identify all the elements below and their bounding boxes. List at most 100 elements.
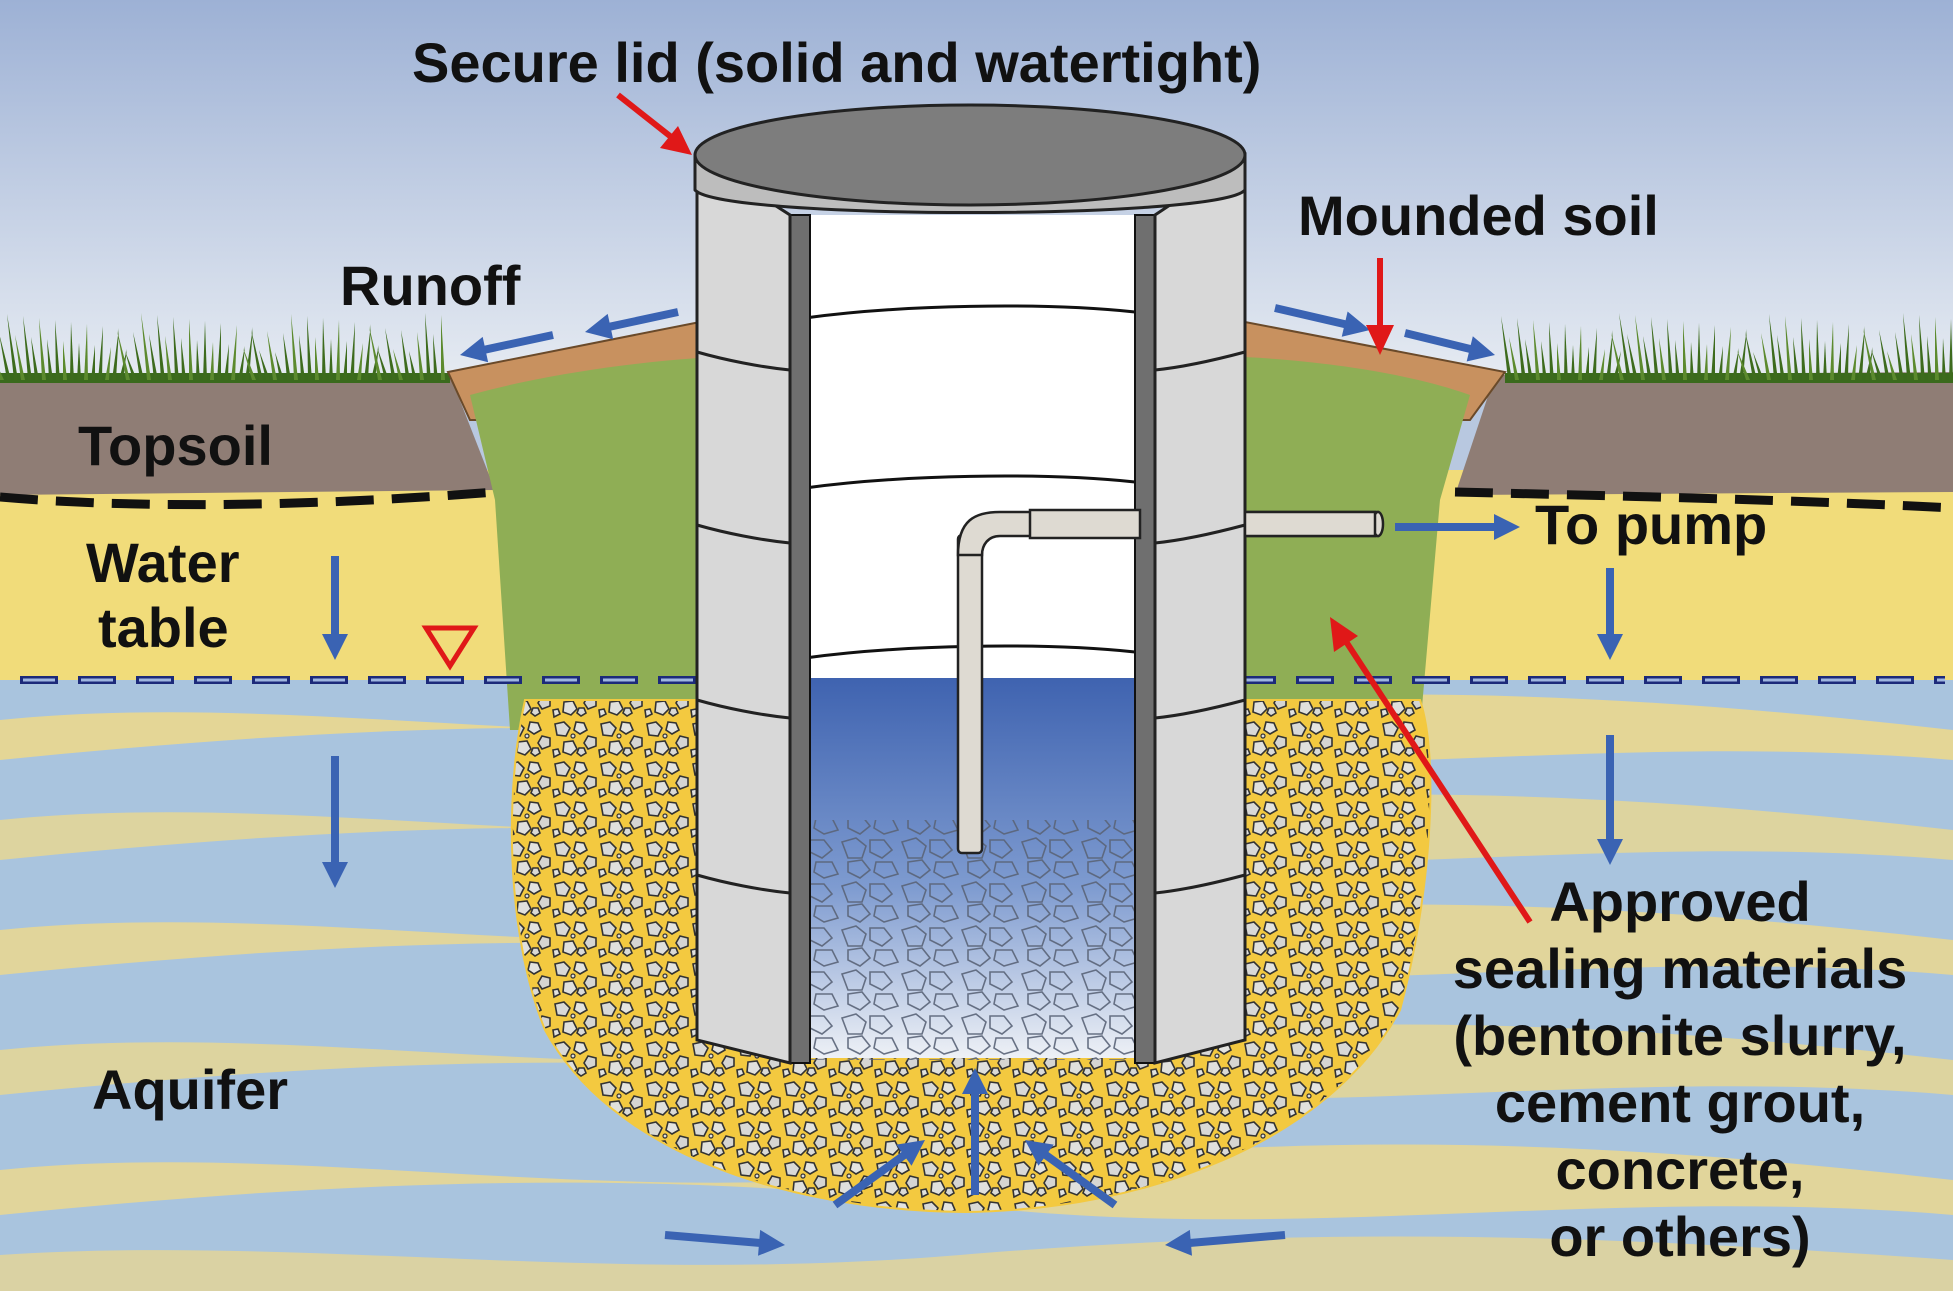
flow-arrow xyxy=(832,1140,925,1209)
grass-blade xyxy=(105,347,111,380)
grass-blade xyxy=(1927,336,1932,380)
grass-blade xyxy=(1619,313,1631,380)
grass-blade xyxy=(1525,339,1533,380)
grass-blade xyxy=(401,330,410,380)
grass-blade xyxy=(1801,318,1806,380)
topsoil-boundary-right xyxy=(1454,487,1953,513)
grass-blades xyxy=(0,313,1953,380)
grass-blade xyxy=(267,331,277,380)
grass-blade xyxy=(1675,340,1680,380)
flow-arrow xyxy=(664,1229,785,1256)
grass-blade xyxy=(0,336,11,380)
grass-blade xyxy=(1851,345,1857,380)
grass-blade xyxy=(117,330,130,380)
grass-blade xyxy=(47,339,53,380)
label-cement: cement grout, xyxy=(1494,1071,1866,1134)
grass-blade xyxy=(425,313,431,380)
grass-blade xyxy=(1871,349,1883,380)
grass-blade xyxy=(315,337,319,380)
grass-blade xyxy=(1606,330,1613,380)
grass-blade xyxy=(1635,315,1645,380)
grass-blade xyxy=(23,316,32,380)
grass-blade xyxy=(70,322,74,380)
grass-blade xyxy=(141,313,151,380)
grass-blade xyxy=(1667,319,1673,380)
grass-blade xyxy=(1816,320,1820,380)
flow-arrows xyxy=(322,304,1623,1256)
grass-blade xyxy=(119,349,127,380)
grass-blade xyxy=(231,325,237,380)
grass-blade xyxy=(1697,323,1701,380)
flow-arrow xyxy=(1597,735,1623,865)
grass-blade xyxy=(1613,351,1621,380)
grass-blade xyxy=(165,336,172,380)
grass-blade xyxy=(1949,319,1953,380)
grass-blade xyxy=(1837,343,1841,380)
grass-blade xyxy=(1541,341,1547,380)
grass-blade xyxy=(1911,334,1918,380)
grass-blade xyxy=(224,344,229,380)
flow-arrow xyxy=(1025,1140,1118,1209)
grass-blade xyxy=(238,346,245,380)
grass-blade xyxy=(1683,321,1687,380)
grass-blade xyxy=(217,323,221,380)
grass-blade xyxy=(329,339,333,380)
grass-blade xyxy=(1571,345,1575,380)
flow-arrow xyxy=(1404,329,1495,362)
label-mounded-soil: Mounded soil xyxy=(1298,184,1659,247)
grass-blade xyxy=(84,324,88,380)
well-lid xyxy=(693,103,1247,214)
casing-left-wall xyxy=(695,152,792,1065)
grass-blade xyxy=(77,343,81,380)
grass-blade xyxy=(245,327,253,380)
flow-arrow xyxy=(460,331,554,363)
grass-blade xyxy=(350,322,355,380)
grass-blade xyxy=(91,345,95,380)
grass-blade xyxy=(275,352,284,380)
grass-blade xyxy=(1578,326,1582,380)
topsoil-boundary-left xyxy=(0,487,496,510)
grass-blade xyxy=(307,316,312,380)
grass-blade xyxy=(1659,338,1666,380)
grass-blade xyxy=(322,318,326,380)
label-approved: Approved xyxy=(1549,870,1811,933)
grass-blade xyxy=(371,345,379,380)
grass-blade xyxy=(1865,347,1873,380)
grass-blade xyxy=(133,332,144,380)
grass-blade xyxy=(1823,341,1827,380)
grass-blade xyxy=(393,349,403,380)
grass-blade xyxy=(1753,352,1764,380)
grass-blade xyxy=(1690,342,1694,380)
grass-blade xyxy=(1879,330,1890,380)
grass-blade xyxy=(1777,335,1785,380)
grass-blade xyxy=(1844,324,1849,380)
grass-blade xyxy=(1564,324,1568,380)
label-bentonite: (bentonite slurry, xyxy=(1453,1004,1907,1067)
label-aquifer: Aquifer xyxy=(92,1058,288,1121)
grass-blade xyxy=(441,315,445,380)
topsoil-right xyxy=(1455,372,1953,495)
grass-blade xyxy=(196,340,200,380)
flow-arrow xyxy=(585,308,679,340)
grass-blade xyxy=(1718,346,1723,380)
grass-blade xyxy=(1863,328,1876,380)
grass-blade xyxy=(173,317,179,380)
grass-blade xyxy=(364,324,371,380)
grass-blade xyxy=(1761,333,1771,380)
grass-blade xyxy=(357,343,363,380)
grass-blade xyxy=(210,342,214,380)
grass-blade xyxy=(433,334,438,380)
label-concrete: concrete, xyxy=(1555,1138,1805,1201)
grass-blade xyxy=(299,335,305,380)
grass-blade xyxy=(0,371,4,380)
grass-blade xyxy=(1549,322,1554,380)
flow-arrow xyxy=(962,1068,988,1195)
grass-blade xyxy=(251,329,263,380)
grass-blade xyxy=(1557,343,1561,380)
grass-blade xyxy=(1509,337,1519,380)
grass-blade xyxy=(1830,322,1834,380)
grass-blade xyxy=(291,314,298,380)
grass-blade xyxy=(189,319,193,380)
flow-arrow xyxy=(322,556,348,660)
